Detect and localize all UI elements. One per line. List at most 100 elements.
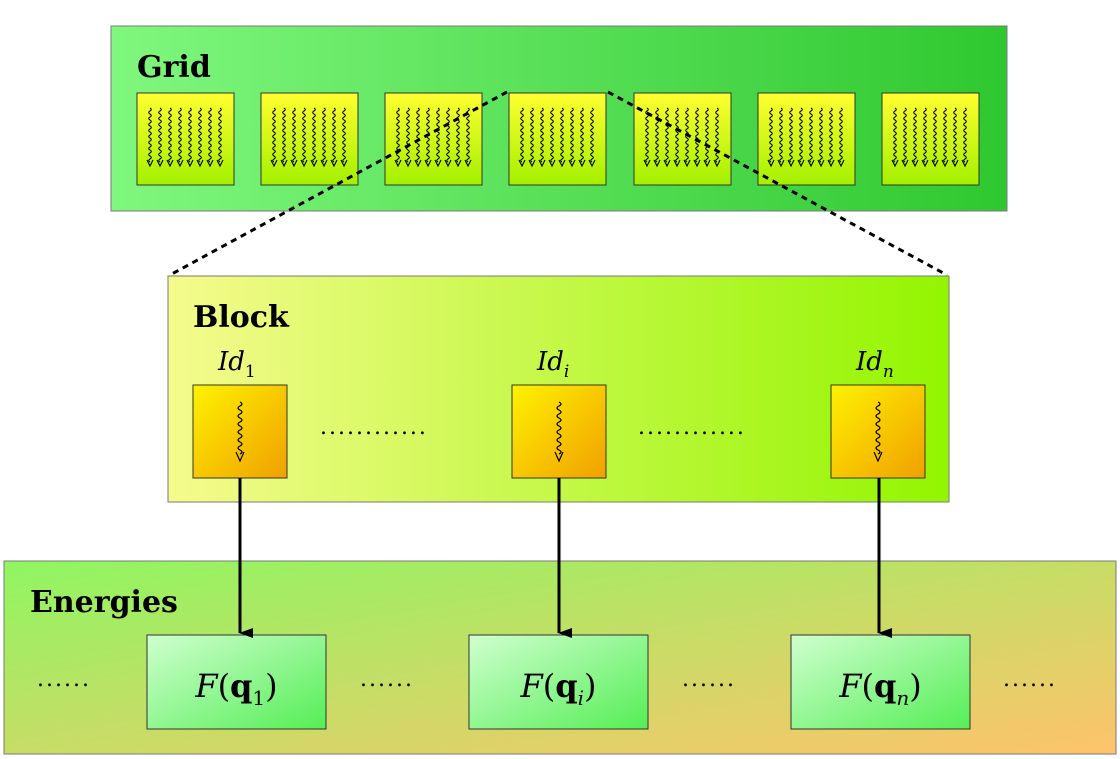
- thread-arrowhead: [817, 159, 825, 168]
- thread-squiggle: [208, 107, 212, 163]
- thread-squiggle: [645, 107, 649, 163]
- energy-function-3: F(qn): [790, 634, 971, 730]
- energies-title: Energies: [30, 585, 178, 620]
- zoom-line-right: [607, 90, 948, 277]
- thread-arrowhead: [518, 159, 526, 168]
- zoom-indicator-lines: [169, 90, 948, 277]
- thread-arrowhead: [568, 159, 576, 168]
- grid-block-box: [508, 92, 607, 186]
- thread-arrowhead: [320, 159, 328, 168]
- thread-arrowhead: [558, 159, 566, 168]
- thread-warp-icon: [643, 107, 721, 168]
- thread-arrowhead: [216, 159, 224, 168]
- thread-arrowhead: [961, 159, 969, 168]
- thread-squiggle: [789, 107, 793, 163]
- thread-squiggle: [436, 107, 440, 163]
- thread-arrowhead: [206, 159, 214, 168]
- thread-squiggle: [292, 107, 296, 163]
- thread-arrowhead: [290, 159, 298, 168]
- thread-arrowhead: [280, 159, 288, 168]
- thread-arrowhead: [578, 159, 586, 168]
- thread-arrowhead: [837, 159, 845, 168]
- thread-arrowhead: [951, 159, 959, 168]
- thread-squiggle: [188, 107, 192, 163]
- thread-squiggle: [705, 107, 709, 163]
- energy-separator-dots: ......: [360, 667, 414, 692]
- thread-squiggle: [809, 107, 813, 163]
- grid-block-box: [633, 92, 732, 186]
- thread-squiggle: [590, 107, 594, 163]
- energy-function-box: [790, 634, 971, 730]
- thread-squiggle: [530, 107, 534, 163]
- thread-squiggle: [520, 107, 524, 163]
- thread-squiggle: [779, 107, 783, 163]
- thread-arrowhead: [588, 159, 596, 168]
- thread-arrowhead: [941, 159, 949, 168]
- thread-arrowhead: [176, 159, 184, 168]
- thread-squiggle: [406, 107, 410, 163]
- thread-arrowhead: [873, 451, 883, 463]
- thread-arrowhead: [693, 159, 701, 168]
- thread-arrowhead: [554, 451, 564, 463]
- thread-arrowhead: [394, 159, 402, 168]
- thread-arrowhead: [548, 159, 556, 168]
- thread-to-energy-arrows: [238, 478, 892, 638]
- thread-squiggle: [695, 107, 699, 163]
- thread-arrowhead: [653, 159, 661, 168]
- thread-squiggle: [943, 107, 947, 163]
- thread-squiggle: [466, 107, 470, 163]
- energy-function-1: F(q1): [146, 634, 327, 730]
- thread-arrowhead: [444, 159, 452, 168]
- thread-arrowhead: [424, 159, 432, 168]
- thread-squiggle: [237, 401, 243, 455]
- thread-separator-dots: ............: [320, 415, 428, 440]
- thread-arrowhead: [300, 159, 308, 168]
- thread-arrowhead: [330, 159, 338, 168]
- thread-squiggle: [769, 107, 773, 163]
- thread-1: Id1: [192, 347, 288, 479]
- thread-arrowhead: [713, 159, 721, 168]
- thread-squiggle: [396, 107, 400, 163]
- thread-squiggle: [416, 107, 420, 163]
- thread-arrowhead: [643, 159, 651, 168]
- energy-function-box: [146, 634, 327, 730]
- thread-squiggle: [198, 107, 202, 163]
- energy-function-label: F(q1): [194, 667, 277, 710]
- thread-squiggle: [893, 107, 897, 163]
- thread-arrowhead: [787, 159, 795, 168]
- grid-block-cell: [136, 92, 235, 186]
- thread-squiggle: [342, 107, 346, 163]
- thread-arrowhead: [703, 159, 711, 168]
- thread-squiggle: [963, 107, 967, 163]
- thread-squiggle: [446, 107, 450, 163]
- thread-squiggle: [178, 107, 182, 163]
- thread-arrowhead: [777, 159, 785, 168]
- thread-squiggle: [332, 107, 336, 163]
- thread-squiggle: [875, 401, 881, 455]
- grid-block-cell: [633, 92, 732, 186]
- thread-arrowhead: [538, 159, 546, 168]
- thread-arrowhead: [931, 159, 939, 168]
- thread-arrowhead: [146, 159, 154, 168]
- thread-squiggle: [675, 107, 679, 163]
- thread-arrowhead: [434, 159, 442, 168]
- thread-squiggle: [570, 107, 574, 163]
- thread-warp-icon: [270, 107, 348, 168]
- thread-squiggle: [839, 107, 843, 163]
- thread-squiggle: [655, 107, 659, 163]
- thread-arrowhead: [464, 159, 472, 168]
- thread-warp-icon: [891, 107, 969, 168]
- grid-block-box: [757, 92, 856, 186]
- thread-box: [511, 384, 607, 479]
- thread-warp-icon: [146, 107, 224, 168]
- energy-separator-dots: ......: [1003, 667, 1057, 692]
- thread-arrowhead: [673, 159, 681, 168]
- thread-squiggle: [550, 107, 554, 163]
- thread-squiggle: [799, 107, 803, 163]
- thread-squiggle: [556, 401, 562, 455]
- grid-block-box: [881, 92, 980, 186]
- thread-id-label: Idn: [855, 347, 894, 382]
- thread-squiggle: [218, 107, 222, 163]
- thread-squiggle: [580, 107, 584, 163]
- thread-arrowhead: [683, 159, 691, 168]
